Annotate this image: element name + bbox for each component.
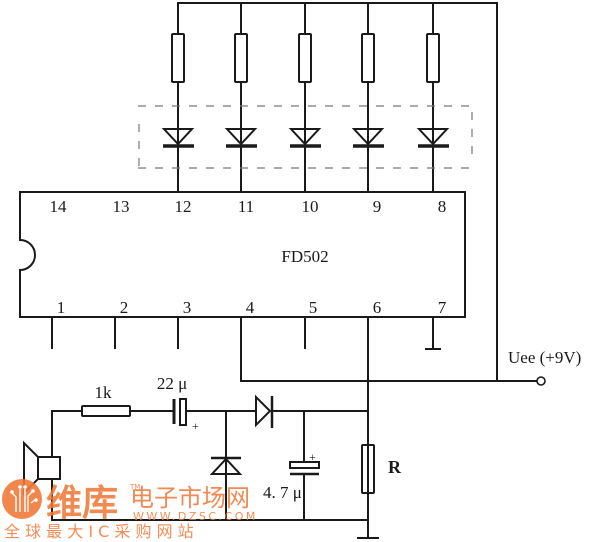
led-icon	[161, 128, 195, 146]
led-branch	[161, 2, 195, 193]
ic-name: FD502	[281, 247, 328, 266]
supply-bus: Uee (+9V)	[240, 348, 581, 386]
svg-text:+: +	[309, 450, 316, 464]
led-icon	[416, 128, 450, 146]
pin-label: 11	[238, 197, 254, 216]
pin-label: 5	[309, 298, 318, 317]
supply-terminal	[536, 376, 546, 386]
led-branch	[224, 2, 258, 193]
pin-label: 14	[50, 197, 68, 216]
pin-label: 3	[183, 298, 192, 317]
series-diode-icon	[255, 394, 272, 428]
coupling-capacitor-label: 22 μ	[157, 374, 187, 393]
load-resistor-label: R	[388, 457, 402, 477]
ic-fd502: FD502 14 13 12 11 10 9 8 1 2 3 4 5 6 7	[19, 191, 466, 318]
ic-bottom-pins	[51, 316, 441, 521]
led-resistor	[234, 33, 248, 83]
led-resistor	[171, 33, 185, 83]
led-branch	[351, 2, 385, 193]
shunt-diode-icon	[209, 457, 243, 475]
pin-label: 10	[302, 197, 319, 216]
pin-label: 2	[120, 298, 129, 317]
led-branch	[416, 2, 450, 193]
led-resistor	[426, 33, 440, 83]
top-supply-rail	[177, 2, 498, 382]
speaker-icon	[23, 440, 61, 496]
led-resistor	[298, 33, 312, 83]
led-icon	[224, 128, 258, 146]
pin-label: 12	[175, 197, 192, 216]
input-resistor	[81, 405, 131, 417]
led-array-enclosure	[138, 105, 473, 169]
pin-label: 4	[246, 298, 255, 317]
led-branch	[288, 2, 322, 193]
pin-label: 7	[438, 298, 447, 317]
led-icon	[288, 128, 322, 146]
input-section: 1k + 22 μ + 4. 7 μ R	[23, 374, 402, 539]
led-resistor	[361, 33, 375, 83]
input-resistor-label: 1k	[95, 383, 113, 402]
pin-label: 9	[373, 197, 382, 216]
led-icon	[351, 128, 385, 146]
supply-label: Uee (+9V)	[508, 348, 581, 367]
svg-text:+: +	[192, 419, 199, 433]
pin-label: 8	[438, 197, 447, 216]
filter-capacitor-label: 4. 7 μ	[263, 483, 302, 502]
filter-capacitor	[289, 461, 320, 469]
pin-label: 6	[373, 298, 382, 317]
pin-label: 13	[113, 197, 130, 216]
pin-label: 1	[57, 298, 66, 317]
load-resistor	[361, 444, 375, 494]
